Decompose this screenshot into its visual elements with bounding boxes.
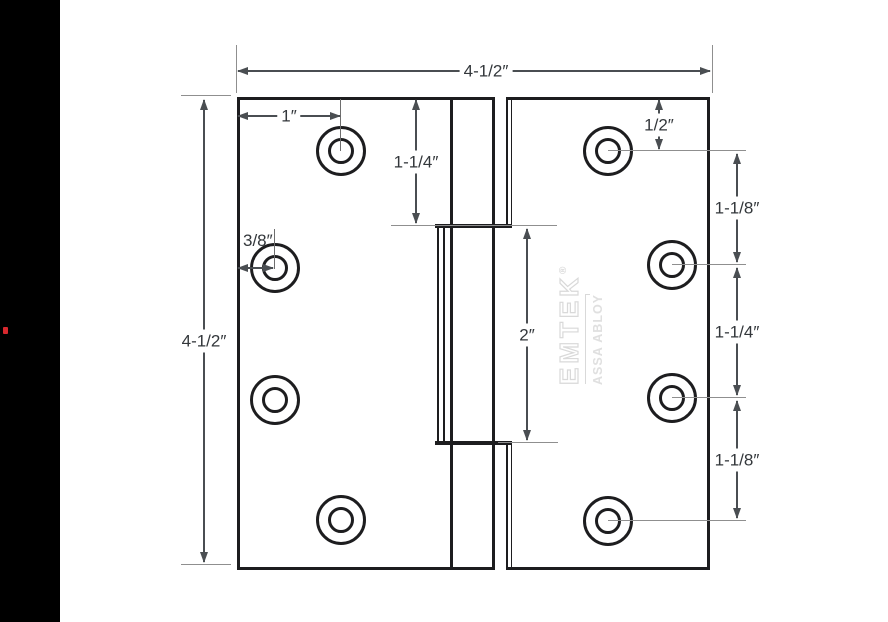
arrow-down-icon <box>733 508 741 519</box>
arrow-down-icon <box>412 213 420 224</box>
dimension-line <box>238 267 273 269</box>
screw-hole-inner <box>595 508 621 534</box>
extension-line <box>712 45 713 93</box>
dimension-label: 1/2″ <box>640 113 678 136</box>
extension-line <box>340 99 341 151</box>
arrow-up-icon <box>200 99 208 110</box>
hinge-right-leaf <box>506 97 710 570</box>
arrow-right-icon <box>330 112 341 120</box>
dimension-label: 4-1/2″ <box>177 329 231 353</box>
right-leaf-inner-edge-bottom <box>506 445 512 570</box>
arrow-up-icon <box>523 228 531 239</box>
extension-line <box>274 229 275 269</box>
screw-hole-inner <box>262 387 288 413</box>
screw-hole-right-1 <box>583 126 633 176</box>
arrow-down-icon <box>200 552 208 563</box>
dimension-label: 1″ <box>277 104 301 128</box>
screw-hole-left-3 <box>250 375 300 425</box>
arrow-down-icon <box>733 252 741 263</box>
arrow-down-icon <box>733 385 741 396</box>
knuckle-bottom-cap <box>435 441 512 445</box>
arrow-left-icon <box>237 67 248 75</box>
extension-line <box>181 95 231 96</box>
screw-hole-left-1 <box>316 126 366 176</box>
hinge-left-leaf <box>237 97 495 570</box>
arrow-up-icon <box>733 267 741 278</box>
arrow-up-icon <box>412 99 420 110</box>
arrow-up-icon <box>733 400 741 411</box>
arrow-up-icon <box>733 153 741 164</box>
extension-line <box>181 564 231 565</box>
arrow-down-icon <box>523 430 531 441</box>
arrow-down-icon <box>655 139 663 150</box>
dimension-label: 1-1/4″ <box>710 320 764 343</box>
dimension-label: 1-1/8″ <box>710 196 764 220</box>
arrow-left-icon <box>237 112 248 120</box>
screw-hole-inner <box>595 138 621 164</box>
extension-line <box>672 264 746 265</box>
barrel-left-edge-line <box>450 97 453 570</box>
red-marker-dot <box>3 327 8 334</box>
screw-hole-inner <box>659 385 685 411</box>
extension-line <box>391 225 557 226</box>
screw-hole-right-3 <box>647 373 697 423</box>
screw-hole-right-4 <box>583 496 633 546</box>
left-margin-bar <box>0 0 60 622</box>
knuckle-top-cap <box>435 224 512 228</box>
dimension-label: 4-1/2″ <box>459 59 513 83</box>
screw-hole-inner <box>328 507 354 533</box>
extension-line <box>608 150 746 151</box>
dimension-label: 1-1/8″ <box>710 448 764 471</box>
right-leaf-inner-edge-top <box>506 97 512 224</box>
extension-line <box>608 520 746 521</box>
arrow-left-icon <box>237 264 248 272</box>
extension-line <box>236 45 237 93</box>
screw-hole-inner <box>328 138 354 164</box>
dimension-label: 3/8″ <box>243 231 273 250</box>
arrow-right-icon <box>263 264 274 272</box>
arrow-right-icon <box>700 67 711 75</box>
dimension-label: 1-1/4″ <box>389 150 443 173</box>
screw-hole-inner <box>659 252 685 278</box>
arrow-up-icon <box>655 99 663 110</box>
extension-line <box>498 442 558 443</box>
dimension-label: 2″ <box>515 323 539 346</box>
screw-hole-right-2 <box>647 240 697 290</box>
knuckle-flap <box>437 226 445 441</box>
extension-line <box>672 397 746 398</box>
screw-hole-left-4 <box>316 495 366 545</box>
